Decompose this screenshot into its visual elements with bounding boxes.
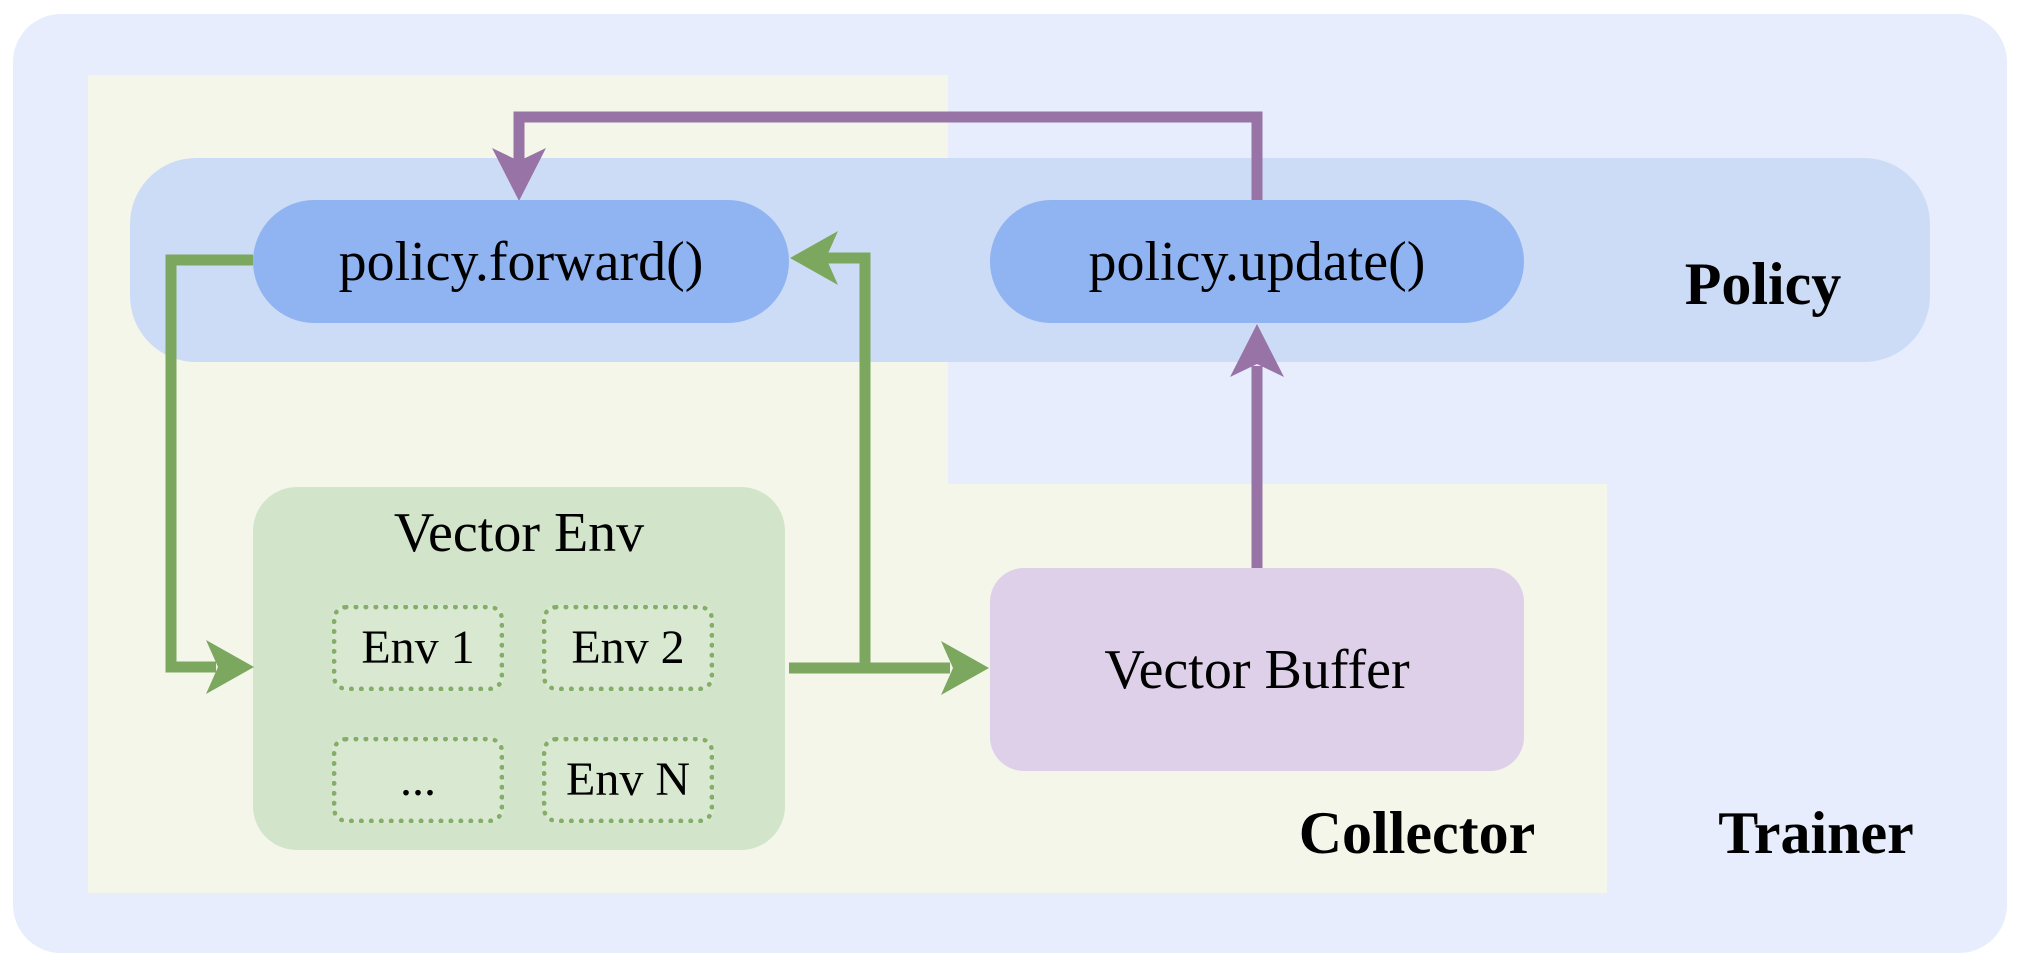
env-2-cell: Env 2	[542, 605, 714, 691]
policy-forward-node: policy.forward()	[253, 200, 789, 323]
policy-update-node: policy.update()	[990, 200, 1524, 323]
env-2-label: Env 2	[571, 621, 685, 674]
policy-region-label: Policy	[1684, 251, 1842, 317]
policy-forward-label: policy.forward()	[338, 230, 704, 293]
env-ellipsis-label: ...	[400, 753, 436, 806]
vector-buffer-label: Vector Buffer	[1104, 638, 1410, 701]
env-n-cell: Env N	[542, 737, 714, 823]
vector-env-title: Vector Env	[393, 502, 645, 564]
vector-buffer-node: Vector Buffer	[990, 568, 1524, 771]
collector-region-label: Collector	[1298, 800, 1536, 866]
trainer-region-label: Trainer	[1718, 800, 1914, 866]
env-1-label: Env 1	[361, 621, 475, 674]
env-ellipsis-cell: ...	[332, 737, 504, 823]
policy-update-label: policy.update()	[1088, 230, 1426, 293]
env-1-cell: Env 1	[332, 605, 504, 691]
vector-env-node: Vector Env Env 1 Env 2 ... Env N	[253, 487, 785, 850]
env-n-label: Env N	[566, 753, 690, 806]
